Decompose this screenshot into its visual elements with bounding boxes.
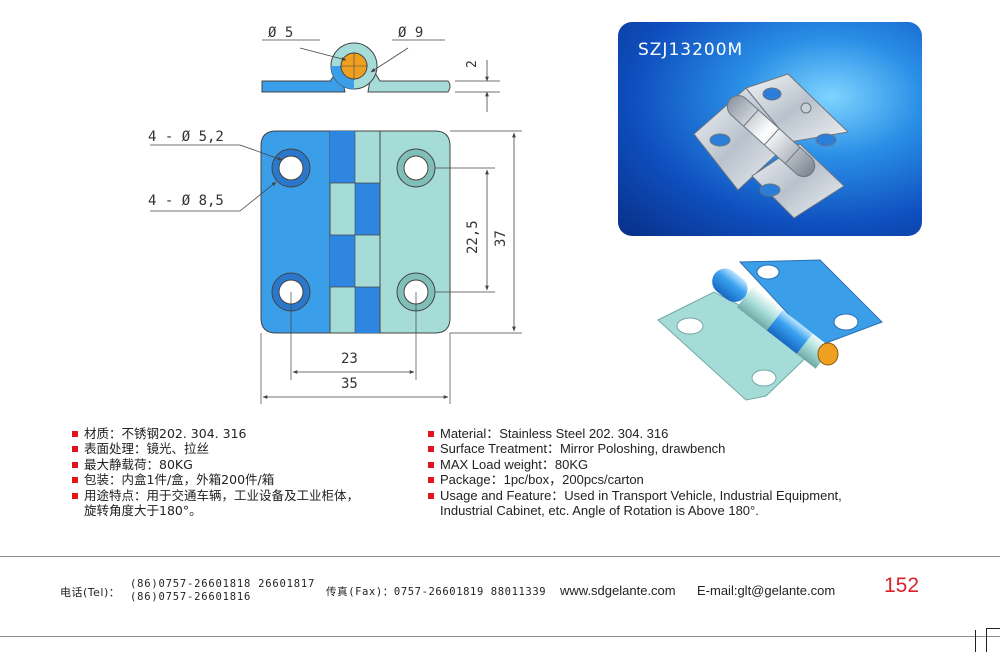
fax-number: 传真(Fax)：0757-26601819 88011339 <box>326 586 547 598</box>
crop-mark <box>986 628 987 652</box>
bullet-icon <box>428 446 434 453</box>
spec-item: Usage and Feature：Used in Transport Vehi… <box>428 488 898 519</box>
website-link[interactable]: www.sdgelante.com <box>560 583 676 598</box>
spec-text: 最大静载荷：80KG <box>84 456 193 472</box>
tel-line: (86)0757-26601818 26601817 <box>130 578 316 590</box>
spec-text: 包装：内盒1件/盒，外箱200件/箱 <box>84 472 275 488</box>
bullet-icon <box>428 477 434 484</box>
specs-english: Material：Stainless Steel 202. 304. 316 S… <box>428 426 898 518</box>
spec-item: 表面处理：镜光、拉丝 <box>72 441 412 456</box>
spec-text: Usage and Feature：Used in Transport Vehi… <box>440 487 842 503</box>
spec-item: MAX Load weight：80KG <box>428 457 898 472</box>
tel-label: 电话(Tel)： <box>60 586 121 599</box>
spec-item: 用途特点：用于交通车辆，工业设备及工业柜体，旋转角度大于180°。 <box>72 488 412 519</box>
dim-height: 37 <box>493 230 509 247</box>
product-model-title: SZJ13200M <box>638 40 744 60</box>
dim-hole-pitch-v: 22,5 <box>465 220 481 254</box>
spec-text: 表面处理：镜光、拉丝 <box>84 441 210 457</box>
dim-hole-dia: 4 - Ø 5,2 <box>148 129 224 145</box>
spec-text-continued: Industrial Cabinet, etc. Angle of Rotati… <box>440 503 759 519</box>
technical-drawing: Ø 5 Ø 9 2 <box>148 25 522 404</box>
mounting-hole <box>396 148 436 188</box>
hinge-photo-illustration <box>693 73 850 219</box>
dim-counterbore-dia: 4 - Ø 8,5 <box>148 193 224 209</box>
dim-knuckle-dia: Ø 9 <box>398 25 423 41</box>
footer-contact: 电话(Tel)： (86)0757-26601818 26601817 (86)… <box>60 574 940 608</box>
divider-line <box>0 636 1000 637</box>
spec-text: Surface Treatment：Mirror Poloshing, draw… <box>440 441 726 457</box>
specs-chinese: 材质：不锈钢202. 304. 316 表面处理：镜光、拉丝 最大静载荷：80K… <box>72 426 412 518</box>
bullet-icon <box>428 492 434 499</box>
divider-line <box>0 556 1000 557</box>
bullet-icon <box>72 492 78 499</box>
product-photo: SZJ13200M <box>618 22 922 236</box>
dim-width: 35 <box>341 376 358 392</box>
spec-text-continued: 旋转角度大于180°。 <box>84 503 202 519</box>
spec-text: Package：1pc/box，200pcs/carton <box>440 472 644 488</box>
mounting-hole <box>271 148 311 188</box>
spec-item: Material：Stainless Steel 202. 304. 316 <box>428 426 898 441</box>
spec-item: 最大静载荷：80KG <box>72 457 412 472</box>
bullet-icon <box>428 431 434 437</box>
dim-hole-pitch-h: 23 <box>341 351 358 367</box>
front-view: 4 - Ø 5,2 4 - Ø 8,5 22,5 37 23 35 <box>148 129 522 404</box>
spec-item: Surface Treatment：Mirror Poloshing, draw… <box>428 441 898 456</box>
dim-thickness: 2 <box>465 60 480 68</box>
side-view: Ø 5 Ø 9 2 <box>261 25 500 112</box>
crop-mark <box>986 628 1000 629</box>
bullet-icon <box>72 431 78 437</box>
page-number: 152 <box>884 574 920 597</box>
tel-line: (86)0757-26601816 <box>130 591 252 603</box>
spec-text: MAX Load weight：80KG <box>440 456 589 472</box>
spec-item: 包装：内盒1件/盒，外箱200件/箱 <box>72 472 412 487</box>
bullet-icon <box>428 461 434 468</box>
bullet-icon <box>72 477 78 484</box>
hinge-3d-render <box>657 259 883 401</box>
crop-mark <box>975 630 976 652</box>
spec-item: Package：1pc/box，200pcs/carton <box>428 472 898 487</box>
tel-numbers: (86)0757-26601818 26601817 (86)0757-2660… <box>130 578 315 604</box>
dim-pin-dia: Ø 5 <box>268 25 293 41</box>
spec-text: Material：Stainless Steel 202. 304. 316 <box>440 426 669 441</box>
email-link[interactable]: E-mail:glt@gelante.com <box>697 583 836 598</box>
spec-text: 用途特点：用于交通车辆，工业设备及工业柜体， <box>84 487 360 503</box>
spec-text: 材质：不锈钢202. 304. 316 <box>84 426 247 441</box>
spec-item: 材质：不锈钢202. 304. 316 <box>72 426 412 441</box>
bullet-icon <box>72 446 78 453</box>
bullet-icon <box>72 461 78 468</box>
